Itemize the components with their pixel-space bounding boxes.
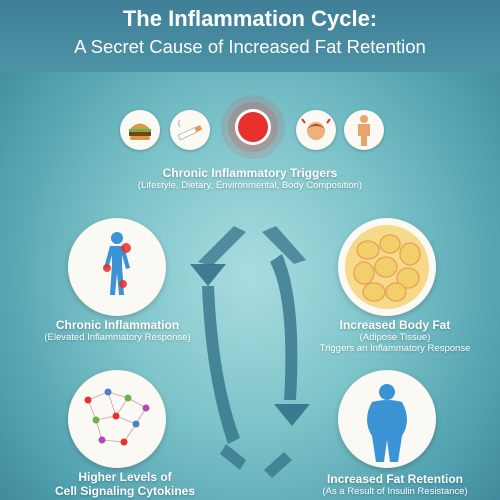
inflammation-core-icon	[220, 94, 286, 160]
cytokines-label: Higher Levels of Cell Signaling Cytokine…	[30, 470, 220, 498]
body-silhouette-icon	[344, 110, 384, 150]
arrow-down-right	[262, 226, 306, 264]
triggers-subtitle: (Lifestyle, Dietary, Environmental, Body…	[137, 180, 363, 191]
title-banner: The Inflammation Cycle: A Secret Cause o…	[0, 0, 500, 72]
fat-cells-circle	[338, 218, 436, 316]
overweight-body-icon	[367, 384, 407, 462]
chronic-inflammation-subtitle: (Elevated Inflammatory Response)	[44, 332, 191, 343]
fat-retention-label: Increased Fat Retention (As a Result of …	[300, 472, 490, 497]
chronic-inflammation-label: Chronic Inflammation (Elevated Inflammat…	[20, 318, 215, 343]
page-subtitle: A Secret Cause of Increased Fat Retentio…	[74, 36, 426, 57]
fat-retention-title: Increased Fat Retention	[326, 472, 464, 486]
increased-body-fat-title: Increased Body Fat	[339, 318, 451, 332]
cytokine-network-icon	[84, 388, 150, 446]
increased-body-fat-label: Increased Body Fat (Adipose Tissue) Trig…	[300, 318, 490, 354]
arrow-head-left	[190, 264, 226, 286]
inflamed-body-icon	[103, 232, 131, 295]
cigarette-icon	[170, 110, 210, 150]
inflammation-figure-circle	[68, 218, 166, 316]
arrow-left-column	[202, 286, 240, 444]
arrow-head-right	[274, 404, 310, 426]
increased-body-fat-subtitle: (Adipose Tissue)	[359, 332, 431, 343]
fat-retention-subtitle: (As a Result of Insulin Resistance)	[322, 486, 468, 497]
fat-retention-circle	[338, 370, 436, 468]
arrow-bottom-right	[264, 452, 292, 478]
cytokines-circle	[68, 370, 166, 468]
triggers-title: Chronic Inflammatory Triggers	[162, 166, 338, 180]
chronic-inflammation-title: Chronic Inflammation	[55, 318, 180, 332]
cytokines-title-line1: Higher Levels of	[78, 470, 172, 484]
increased-body-fat-subtitle2: Triggers an Inflammatory Response	[319, 343, 471, 354]
arrow-right-column	[270, 254, 298, 400]
burger-icon	[120, 110, 160, 150]
page-title: The Inflammation Cycle:	[122, 6, 378, 31]
triggers-label: Chronic Inflammatory Triggers (Lifestyle…	[90, 166, 410, 191]
adipose-tissue-icon	[345, 225, 429, 309]
cytokines-title-line2: Cell Signaling Cytokines	[54, 484, 196, 498]
arrow-up-left	[198, 226, 246, 266]
stressed-head-icon	[296, 110, 336, 150]
arrow-bottom-left	[220, 444, 246, 470]
